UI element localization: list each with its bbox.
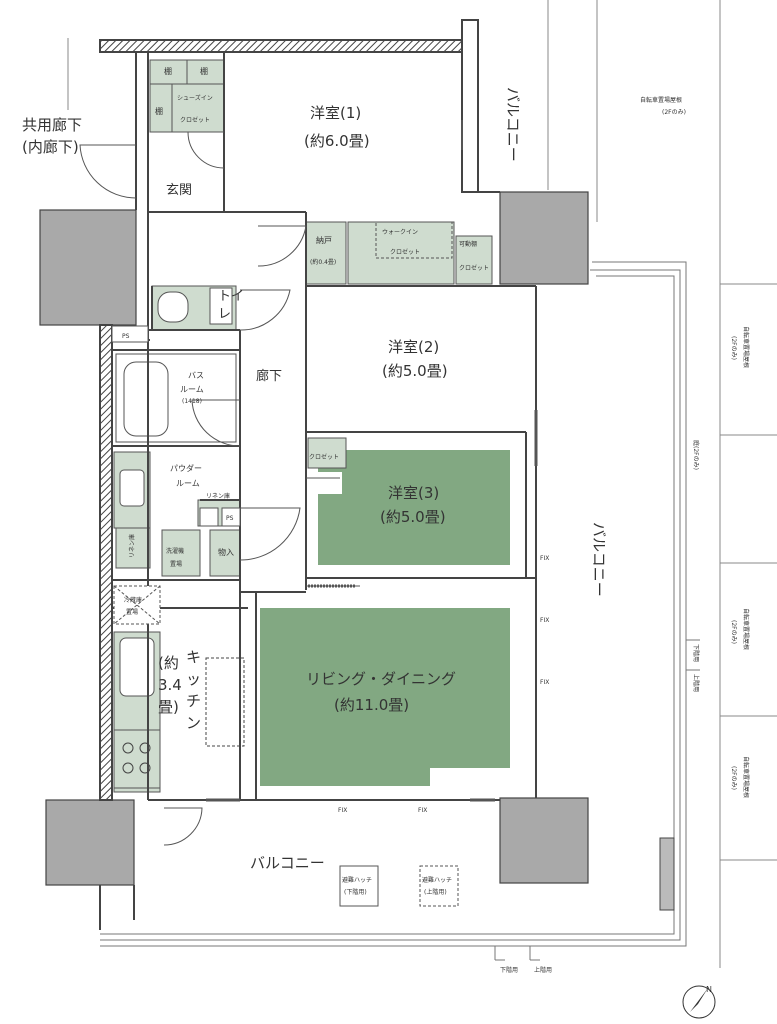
label-walkin-1: ウォークイン [382, 228, 418, 236]
label-upper-floor: 上階用 [534, 966, 552, 974]
label-shelf-3: 棚 [155, 106, 163, 116]
label-balcony-bottom: バルコニー [250, 854, 325, 872]
label-hatch-up-2: (上階用) [424, 888, 447, 896]
label-entrance: 玄関 [166, 183, 192, 198]
columns [39, 191, 589, 886]
label-bicycle-side-1: 自転車置場屋根 [742, 326, 750, 368]
labels: 共用廊下 (内廊下) 玄関 棚 棚 棚 シューズイン クロゼット 洋室(1) (… [22, 66, 750, 994]
movable-shelf-floor [455, 235, 493, 285]
label-hatch-down-2: (下階用) [344, 888, 367, 896]
label-ps-2: PS [226, 515, 234, 522]
label-hatch-up-1: 避難ハッチ [422, 876, 452, 884]
label-lower-floor: 下階用 [500, 966, 518, 974]
label-kitchen-2: ッ [186, 670, 201, 688]
label-fix-5: FIX [418, 807, 427, 814]
exterior-features [67, 0, 777, 968]
label-bicycle-side-2n: (2Fのみ) [730, 620, 737, 644]
label-shoe-in-1: シューズイン [177, 94, 213, 102]
label-storage-name: 納戸 [316, 235, 332, 245]
label-shoe-in-2: クロゼット [180, 116, 210, 124]
north-arrow [682, 985, 716, 1019]
label-bicycle-side-2: 自転車置場屋根 [742, 608, 750, 650]
label-garden: 庭(2Fのみ) [692, 440, 700, 470]
storage-floor [305, 221, 347, 285]
label-western2-name: 洋室(2) [388, 338, 439, 356]
label-washer-2: 置場 [170, 560, 182, 568]
label-kitchen-size-3: 畳) [158, 698, 179, 716]
label-living-name: リビング・ダイニング [306, 670, 456, 688]
linen-shelf-1 [115, 527, 151, 569]
label-shelf-2: 棚 [200, 66, 208, 76]
label-balcony-top: バルコニー [504, 87, 522, 162]
label-kitchen-4: ン [186, 714, 201, 732]
label-linen-2: リネン庫 [128, 534, 136, 558]
label-powder-1: パウダー [170, 463, 202, 473]
colored-rooms [113, 59, 510, 793]
label-kitchen-size-1: (約 [158, 654, 179, 672]
ps-boxes [111, 325, 241, 527]
label-balcony-right: バルコニー [590, 522, 608, 597]
balcony-railing [100, 261, 700, 961]
label-bicycle-top-1: 自転車置場屋根 [640, 96, 682, 104]
label-western1-size: (約6.0畳) [304, 132, 370, 150]
label-western1-name: 洋室(1) [310, 104, 361, 122]
label-bicycle-side-3: 自転車置場屋根 [742, 756, 750, 798]
label-shelf-1: 棚 [164, 66, 172, 76]
label-fix-4: FIX [338, 807, 347, 814]
label-ps-1: PS [122, 333, 130, 340]
label-storage2-1: 物入 [218, 547, 234, 557]
label-walkin-2: クロゼット [390, 248, 420, 256]
label-north: N [706, 985, 712, 994]
label-bath-size: (1418) [182, 398, 202, 405]
label-common-corridor-1: 共用廊下 [22, 116, 82, 134]
label-living-size: (約11.0畳) [334, 696, 409, 714]
bath [115, 353, 237, 443]
label-western2-size: (約5.0畳) [382, 362, 448, 380]
label-toilet-2: レ [218, 307, 231, 322]
label-movable-shelf: 可動棚 [459, 240, 477, 248]
label-fix-3: FIX [540, 679, 549, 686]
label-closet-2: クロゼット [459, 264, 489, 272]
closet3-floor [307, 437, 347, 469]
label-powder-2: ルーム [176, 479, 200, 488]
label-western3-name: 洋室(3) [388, 484, 439, 502]
label-western3-size: (約5.0畳) [380, 508, 446, 526]
label-toilet-1: トイ [218, 289, 244, 304]
label-bicycle-side-3n: (2Fのみ) [730, 766, 737, 790]
label-fridge-2: 置場 [126, 608, 138, 616]
label-bath-1: バス [188, 371, 204, 380]
label-washer-1: 洗濯機 [166, 547, 184, 555]
label-bicycle-side-1n: (2Fのみ) [730, 336, 737, 360]
label-linen-1: リネン庫 [206, 492, 230, 500]
western-room-3-floor [318, 450, 510, 565]
evac-hatches [339, 865, 459, 907]
label-kitchen-1: キ [186, 648, 201, 666]
label-fix-1: FIX [540, 555, 549, 562]
label-kitchen-size-2: 3.4 [158, 676, 182, 694]
label-common-corridor-2: (内廊下) [22, 138, 79, 156]
label-fix-2: FIX [540, 617, 549, 624]
label-storage-size: (約0.4畳) [310, 258, 336, 266]
label-fridge-1: 冷蔵庫 [124, 596, 142, 604]
label-hatch-down-1: 避難ハッチ [342, 876, 372, 884]
fridge-area [113, 585, 161, 625]
label-closet-3: クロゼット [309, 453, 339, 461]
washer-area [161, 529, 201, 577]
walls [99, 19, 537, 930]
label-upper-floor-2: 上階用 [692, 674, 700, 692]
label-lower-floor-2: 下階用 [692, 644, 700, 662]
label-corridor: 廊下 [256, 368, 282, 384]
door-swings [79, 120, 538, 846]
label-bath-2: ルーム [180, 385, 204, 394]
label-bicycle-top-2: (2Fのみ) [662, 109, 686, 116]
living-dining-floor [260, 608, 510, 786]
label-kitchen-3: チ [186, 692, 201, 710]
